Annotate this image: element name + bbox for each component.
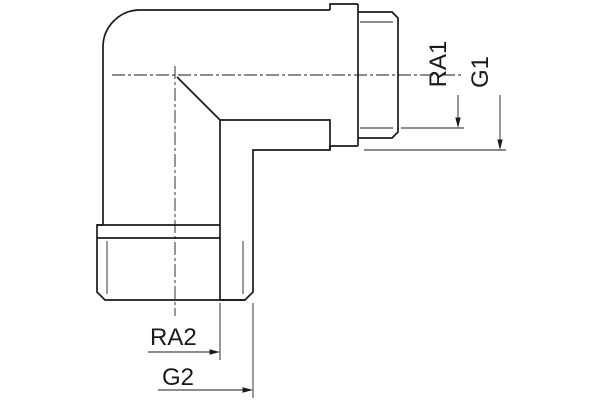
outer-arc-path — [102, 9, 330, 225]
inner-corner-edge — [176, 76, 221, 121]
g2-arrow-icon — [242, 387, 253, 393]
dimension-lines — [148, 95, 501, 391]
ra2-arrow-icon — [209, 349, 220, 355]
center-lines — [112, 66, 464, 316]
right-port-body-bottom — [329, 145, 358, 150]
label-ra2: RA2 — [150, 324, 197, 351]
right-port-stud — [358, 11, 399, 139]
label-g1: G1 — [467, 56, 494, 88]
ra1-arrow-icon — [455, 117, 461, 128]
dimension-labels: RA1 G1 RA2 G2 — [150, 41, 494, 391]
label-ra1: RA1 — [425, 41, 452, 88]
g1-arrow-icon — [497, 139, 503, 150]
right-port-thread-lines — [360, 21, 393, 129]
bottom-port-body — [96, 224, 245, 301]
section-hatch-region — [219, 119, 331, 301]
extension-lines — [219, 127, 506, 398]
right-port-body — [329, 3, 358, 10]
bottom-port-thread-lines — [106, 241, 244, 294]
line-art — [96, 3, 506, 398]
bottom-port-outline — [96, 224, 245, 301]
elbow-body-outline — [102, 9, 330, 225]
arrowheads — [209, 117, 503, 393]
label-g2: G2 — [162, 364, 194, 391]
